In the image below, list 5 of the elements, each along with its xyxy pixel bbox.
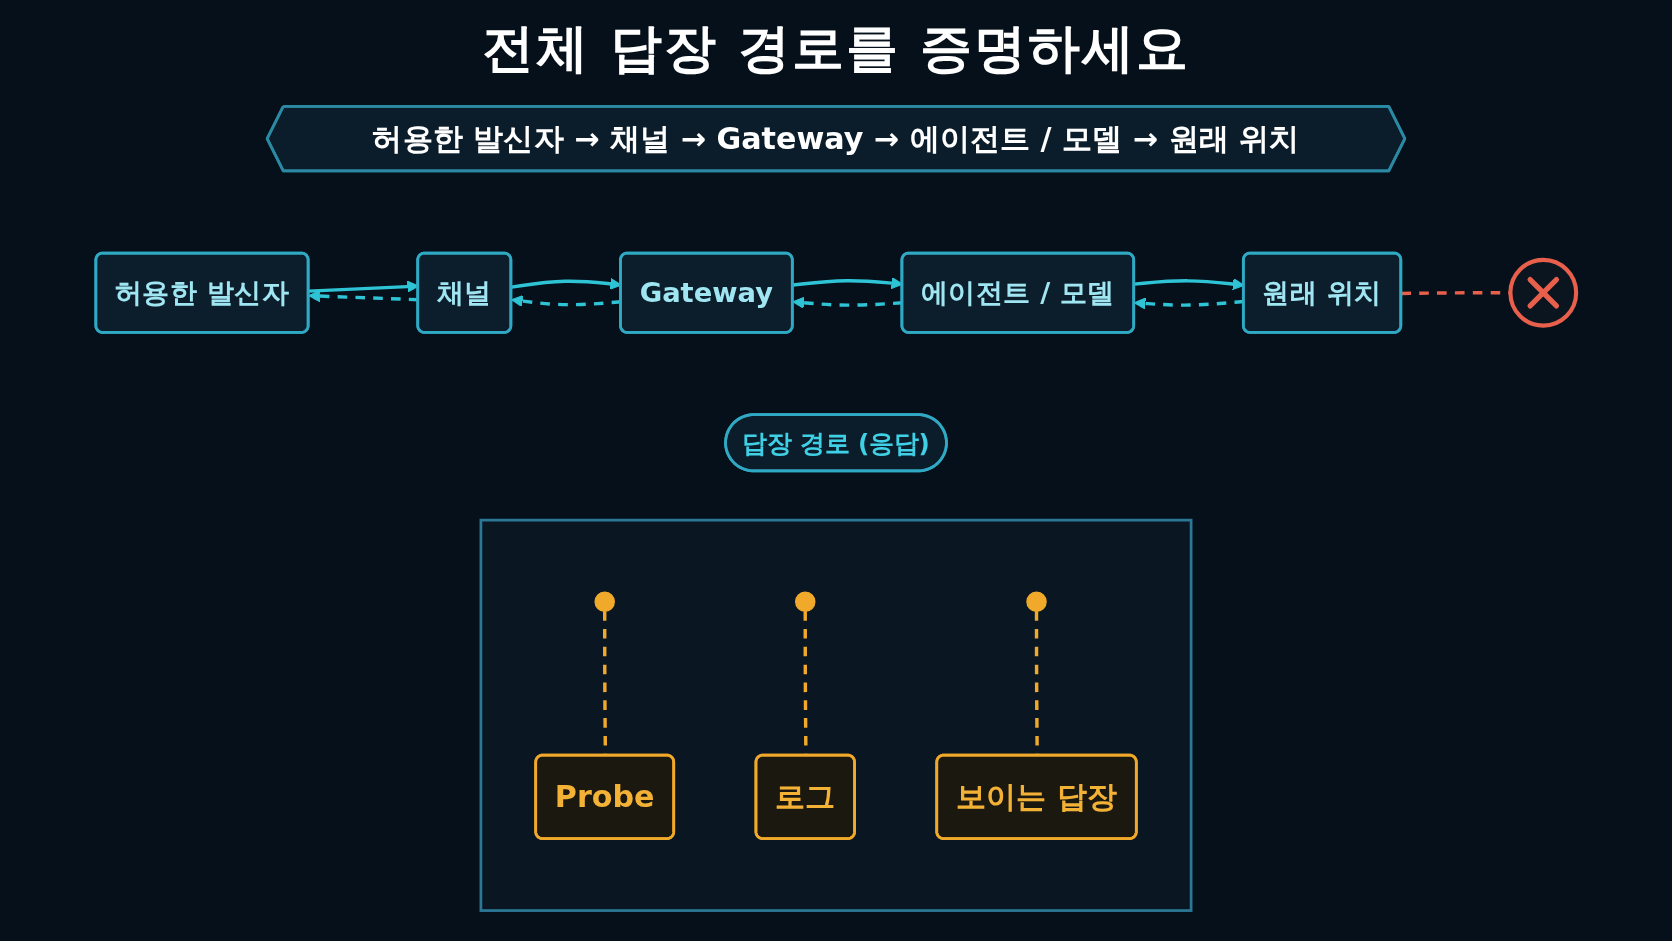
node-circle	[794, 591, 816, 612]
node-circle	[594, 591, 615, 612]
title: 전체 답장 경로를 증명하세요	[480, 17, 1192, 80]
node-circle	[1026, 591, 1047, 612]
node-circle	[1508, 257, 1579, 328]
